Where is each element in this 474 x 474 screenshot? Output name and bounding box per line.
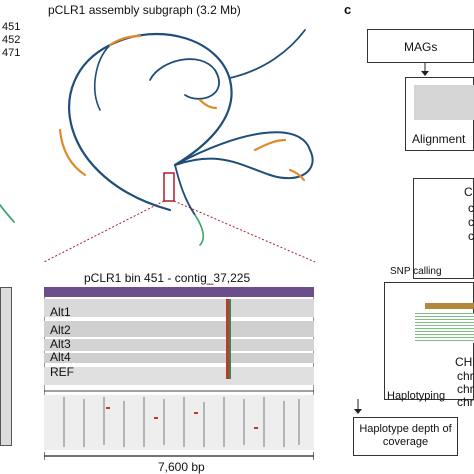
graph-bottom-tail — [194, 214, 205, 246]
hap-partial-1: CHI — [455, 355, 474, 369]
hap-partial-3: chr — [457, 382, 474, 396]
graph-lower-branch — [174, 164, 196, 216]
snp-partial-1: C — [464, 185, 473, 199]
box-haplotyping-label: Haplotyping — [387, 390, 446, 402]
zoom-line-left — [43, 200, 165, 263]
graph-top-branch — [229, 29, 306, 79]
snp-partial-4: c — [468, 229, 474, 243]
zoom-line-right — [173, 200, 316, 263]
read-pileup — [44, 287, 314, 450]
bin-label-451: 451 — [2, 21, 21, 33]
graph-right-loop — [174, 131, 314, 180]
track-label-alt4: Alt4 — [50, 350, 71, 364]
track-label-alt3: Alt3 — [50, 337, 71, 351]
graph-orange-segment-3 — [253, 138, 287, 152]
box-mags-label: MAGs — [404, 40, 438, 54]
box-snp-calling-label: SNP calling — [390, 266, 442, 277]
arrow-haplotyping-depth — [354, 399, 362, 414]
box-snp-calling: C c c c — [413, 178, 474, 279]
scale-label: 7,600 bp — [158, 460, 205, 474]
track-label-alt2: Alt2 — [50, 323, 71, 337]
box-depth-label: Haplotype depth of coverage — [359, 423, 452, 448]
graph-left-arc — [94, 44, 111, 111]
bin-label-452: 452 — [2, 34, 21, 46]
graph-orange-segment-4 — [198, 98, 218, 110]
hap-partial-2: chr — [457, 369, 474, 383]
track-label-ref: REF — [50, 365, 74, 379]
snp-partial-2: c — [468, 201, 474, 215]
highlight-box — [163, 172, 175, 202]
graph-orange-segment-5 — [288, 168, 306, 182]
box-alignment-label: Alignment — [412, 132, 466, 146]
panel-b-title: pCLR1 assembly subgraph (3.2 Mb) — [48, 3, 241, 17]
graph-left-green — [0, 204, 15, 223]
arrow-mags-alignment — [421, 63, 429, 76]
box-depth: Haplotype depth of coverage — [353, 417, 458, 456]
box-alignment: Alignment — [405, 77, 474, 151]
panel-c-letter: c — [344, 2, 352, 17]
graph-upper-loop — [149, 58, 220, 100]
zoom-panel-title: pCLR1 bin 451 - contig_37,225 — [84, 271, 251, 285]
box-haplotyping: CHI chr chr chr — [384, 282, 474, 409]
graph-orange-segment-2 — [58, 128, 87, 177]
left-partial-panel — [0, 287, 12, 446]
box-mags: MAGs — [367, 29, 474, 63]
snp-partial-3: c — [468, 215, 474, 229]
graph-orange-segment-1 — [108, 34, 142, 47]
track-label-alt1: Alt1 — [50, 305, 71, 319]
scale-bar — [44, 452, 314, 460]
graph-outer-loop — [68, 32, 233, 212]
bin-label-471: 471 — [2, 47, 21, 59]
hap-partial-4: chr — [457, 395, 474, 409]
